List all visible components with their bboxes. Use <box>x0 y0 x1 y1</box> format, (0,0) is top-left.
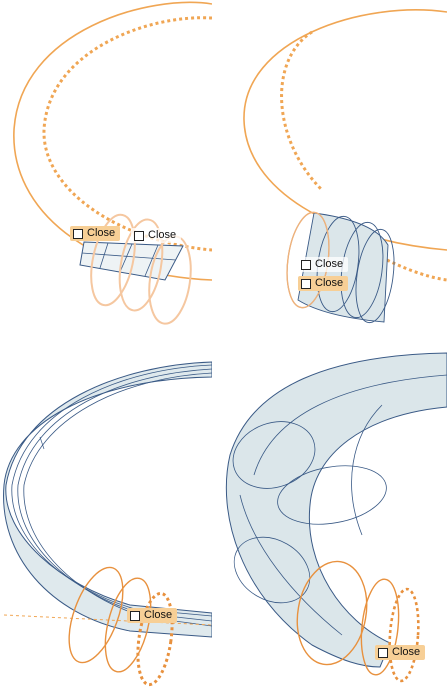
close-label: Close <box>392 646 421 658</box>
inner-rail <box>42 16 212 252</box>
close-label: Close <box>315 258 344 270</box>
profile-ring <box>118 218 164 312</box>
profile-ring <box>388 587 420 683</box>
profile-ring <box>90 213 136 307</box>
partial-sweep-canvas <box>3 361 212 687</box>
panel-profiles-placed: Close Close <box>212 0 447 340</box>
rail-setup-canvas <box>13 1 212 325</box>
panel-torus-result: Close <box>212 345 447 689</box>
checkbox-icon <box>301 278 311 289</box>
inner-rail <box>386 258 447 282</box>
close-toggle[interactable]: Close <box>298 257 349 272</box>
close-label: Close <box>148 229 177 241</box>
checkbox-icon <box>134 230 144 241</box>
profile-ring <box>104 577 152 673</box>
close-label: Close <box>87 227 116 239</box>
outer-rail <box>243 9 447 251</box>
close-label: Close <box>315 277 344 289</box>
close-toggle[interactable]: Close <box>131 228 182 243</box>
checkbox-icon <box>73 228 83 239</box>
profile-ring <box>68 566 124 664</box>
close-toggle[interactable]: Close <box>70 226 121 241</box>
torus-surface <box>225 352 447 668</box>
profile-ring <box>296 560 368 666</box>
panel-rail-setup: Close Close <box>0 0 212 340</box>
checkbox-icon <box>130 610 140 621</box>
panel-partial-sweep: Close <box>0 345 212 689</box>
profile-ring <box>136 591 174 687</box>
close-toggle[interactable]: Close <box>375 645 426 660</box>
checkbox-icon <box>301 259 311 270</box>
close-label: Close <box>144 609 173 621</box>
close-toggle[interactable]: Close <box>127 608 178 623</box>
profile-ring <box>360 578 400 676</box>
inner-rail <box>280 30 324 192</box>
checkbox-icon <box>378 647 388 658</box>
close-toggle[interactable]: Close <box>298 276 349 291</box>
swept-band <box>3 361 212 638</box>
torus-result-canvas <box>225 352 447 683</box>
